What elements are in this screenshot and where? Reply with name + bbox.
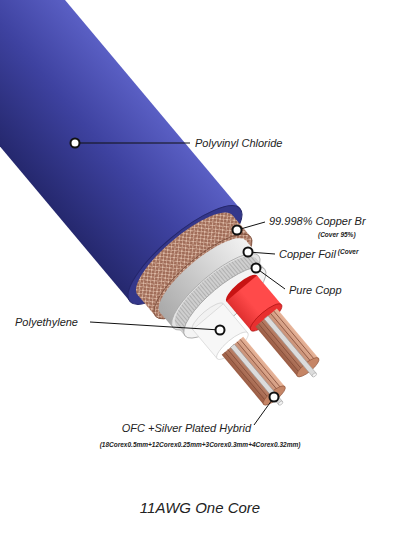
part-label: Copper Foil — [279, 248, 336, 261]
part-label: Pure Copp — [289, 284, 342, 297]
part-label: OFC +Silver Plated Hybrid — [122, 422, 251, 435]
part-label: Polyethylene — [15, 316, 78, 329]
caption: 11AWG One Core — [140, 499, 260, 516]
part-label: (Cover 95%) — [318, 231, 356, 238]
part-label: (Cover — [338, 248, 359, 255]
part-label: Polyvinyl Chloride — [195, 137, 282, 150]
part-label: 99.998% Copper Br — [269, 215, 366, 228]
part-label: (18Corex0.5mm+12Corex0.25mm+3Corex0.3mm+… — [100, 441, 301, 448]
